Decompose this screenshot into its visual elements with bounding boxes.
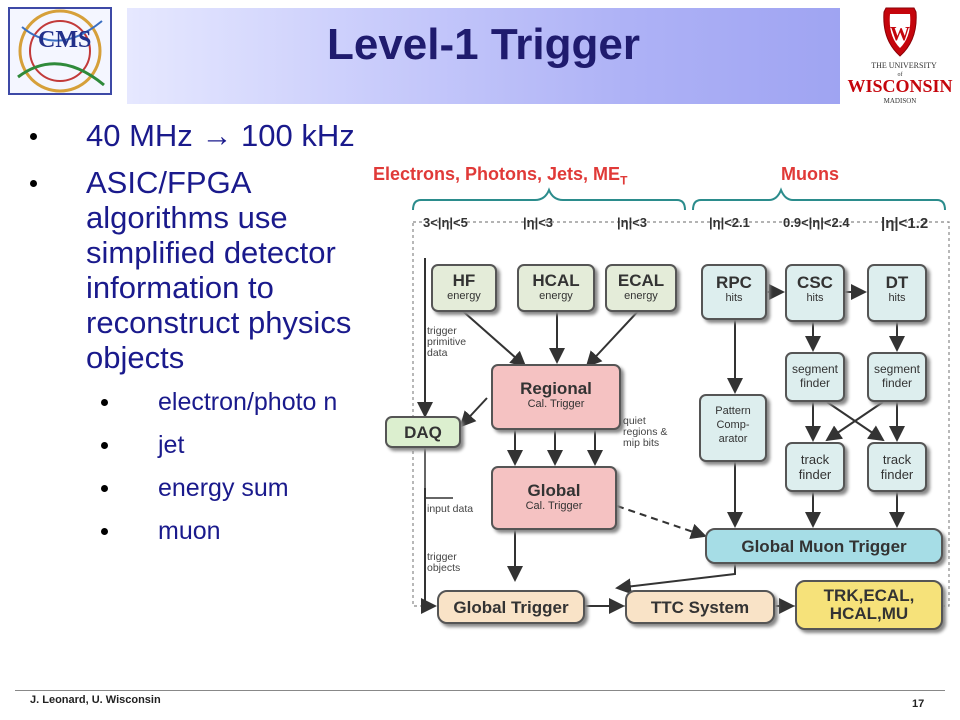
- bullet-item: ASIC/FPGA algorithms use simplified dete…: [24, 165, 369, 375]
- box-sub: energy: [624, 290, 658, 302]
- label-quiet-regions: quiet regions & mip bits: [623, 415, 668, 449]
- label-trigger-objects: trigger objects: [427, 551, 461, 574]
- bullet-dot: [101, 399, 108, 406]
- box-sub: Cal. Trigger: [525, 500, 583, 512]
- label-input-data: input data: [427, 503, 474, 515]
- box-title: ECAL: [617, 271, 665, 290]
- bullet-dot: [101, 485, 108, 492]
- title-band: [127, 8, 840, 104]
- bullet-text: ASIC/FPGA algorithms use simplified dete…: [86, 165, 352, 375]
- segment-finder-box: segment finder: [867, 352, 927, 402]
- sub-bullet-item: jet: [24, 430, 369, 461]
- global-muon-trigger-box: Global Muon Trigger: [705, 528, 943, 564]
- box-sub: hits: [725, 292, 743, 304]
- box-title: RPC: [716, 273, 752, 292]
- header-electrons: Electrons, Photons, Jets, MET: [373, 164, 627, 188]
- bullet-dot: [101, 442, 108, 449]
- uw-shield-letter: W: [890, 23, 910, 45]
- box-title: DT: [885, 273, 909, 292]
- track-finder-box: track finder: [785, 442, 845, 492]
- box-title: track finder: [880, 452, 914, 482]
- box-title: Pattern Comp- arator: [715, 405, 751, 445]
- box-title: HCAL: [532, 271, 580, 290]
- box-title: DAQ: [404, 423, 442, 442]
- box-sub: energy: [539, 290, 573, 302]
- footer-divider: [15, 690, 945, 691]
- eta-label: |η|<1.2: [881, 215, 929, 232]
- cms-logo: CMS: [8, 7, 112, 95]
- box-sub: Cal. Trigger: [527, 398, 585, 410]
- header-muons: Muons: [781, 164, 839, 184]
- footer-author: J. Leonard, U. Wisconsin: [30, 694, 161, 706]
- box-sub: hits: [888, 292, 906, 304]
- sub-bullet-text: muon: [158, 517, 221, 545]
- trk-ecal-hcal-mu-box: TRK,ECAL, HCAL,MU: [795, 580, 943, 630]
- trigger-diagram: Electrons, Photons, Jets, MET Muons 3<|η…: [365, 148, 957, 640]
- ttc-system-box: TTC System: [625, 590, 775, 624]
- cms-logo-text: CMS: [38, 27, 91, 53]
- daq-box: DAQ: [385, 416, 461, 448]
- eta-label: 0.9<|η|<2.4: [783, 215, 850, 230]
- box-title: track finder: [798, 452, 832, 482]
- sub-bullet-item: electron/photo n: [24, 387, 369, 418]
- sub-bullet-text: jet: [158, 431, 185, 459]
- bullet-dot: [101, 528, 108, 535]
- sub-bullet-text: energy sum: [158, 474, 289, 502]
- sub-bullet-text: electron/photo n: [158, 388, 338, 416]
- eta-label: |η|<3: [617, 215, 648, 230]
- global-trigger-box: Global Trigger: [437, 590, 585, 624]
- eta-label: 3<|η|<5: [423, 215, 468, 230]
- box-title: TTC System: [650, 598, 750, 617]
- eta-label: |η|<3: [523, 215, 554, 230]
- eta-label: |η|<2.1: [709, 215, 750, 230]
- uw-logo-of: of: [898, 71, 903, 78]
- box-sub: energy: [447, 290, 481, 302]
- slide-title: Level-1 Trigger: [326, 20, 640, 69]
- bullet-item: 40 MHz → 100 kHz: [24, 118, 369, 153]
- box-sub: hits: [806, 292, 824, 304]
- bullet-text: 40 MHz → 100 kHz: [86, 118, 355, 153]
- box-title: CSC: [797, 273, 833, 292]
- track-finder-box: track finder: [867, 442, 927, 492]
- box-title: TRK,ECAL, HCAL,MU: [823, 586, 915, 623]
- bullet-dot: [30, 133, 37, 140]
- pattern-comparator-box: Pattern Comp- arator: [699, 394, 767, 462]
- uw-logo-line1: THE UNIVERSITY: [871, 61, 937, 70]
- box-title: Global: [527, 481, 581, 500]
- page-number: 17: [912, 698, 925, 710]
- uw-logo: W THE UNIVERSITY of WISCONSIN MADISON: [847, 7, 953, 105]
- box-title: segment finder: [791, 362, 839, 390]
- bullet-dot: [30, 180, 37, 187]
- box-title: Global Trigger: [453, 598, 569, 617]
- box-title: Regional: [520, 379, 592, 398]
- header-electrons-sub: T: [620, 173, 628, 188]
- segment-finder-box: segment finder: [785, 352, 845, 402]
- bullet-list: 40 MHz → 100 kHz ASIC/FPGA algorithms us…: [24, 118, 369, 547]
- uw-logo-line2: WISCONSIN: [847, 76, 952, 96]
- sub-bullet-item: muon: [24, 516, 369, 547]
- box-title: segment finder: [873, 362, 921, 390]
- sub-bullet-item: energy sum: [24, 473, 369, 504]
- header-electrons-text: Electrons, Photons, Jets, ME: [373, 164, 621, 184]
- label-trigger-primitive: trigger primitive data: [427, 325, 467, 359]
- uw-logo-line3: MADISON: [884, 97, 917, 105]
- box-title: Global Muon Trigger: [741, 537, 907, 556]
- box-title: HF: [452, 271, 476, 290]
